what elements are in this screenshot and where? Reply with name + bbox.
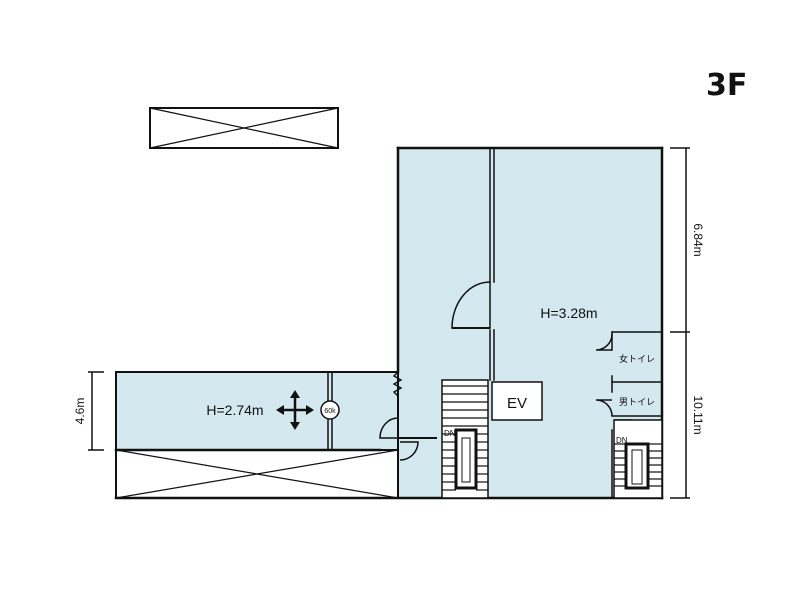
dimension-east-lower (670, 332, 690, 499)
dimension-east-upper (670, 147, 690, 333)
toilet-women: 女トイレ (619, 353, 655, 364)
outlet-circle: 60k (320, 400, 340, 420)
east-room-height: H=3.28m (540, 305, 597, 321)
elevator-label: EV (507, 395, 527, 412)
dimension-east-upper-label: 6.84m (691, 223, 705, 256)
void-area-bottom (115, 449, 399, 499)
outlet-capacity-label: 60k (324, 408, 336, 415)
floor-label: 3F (706, 68, 747, 103)
room-fills (116, 148, 662, 498)
stairwell-east: DN (613, 419, 663, 499)
elevator: EV (491, 381, 543, 421)
void-area-top (149, 107, 339, 149)
west-room-height: H=2.74m (206, 402, 263, 418)
dimension-west-label: 4.6m (73, 398, 87, 425)
toilet-women-label: 女トイレ (619, 353, 655, 364)
doors (379, 281, 633, 461)
dimension-east-lower-label: 10.11m (691, 395, 705, 434)
four-way-arrow-icon (276, 390, 314, 430)
dimension-west (88, 371, 104, 451)
stair-center-dn-label: DN (444, 429, 456, 438)
stairwell-center: DN (441, 379, 489, 499)
toilet-men: 男トイレ (619, 397, 655, 407)
stair-east-dn-label: DN (616, 436, 628, 445)
expansion-joint (392, 371, 403, 397)
toilet-men-label: 男トイレ (619, 397, 655, 407)
